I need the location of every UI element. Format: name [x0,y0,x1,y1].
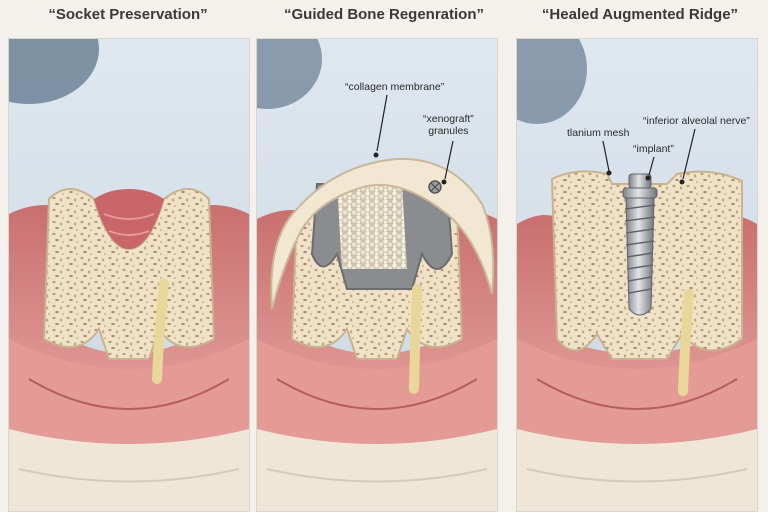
panel-2-title: “Guided Bone Regenration” [283,6,484,23]
nerve [409,284,422,394]
panel-1-title: “Socket Preservation” [48,6,208,23]
nerve [152,279,169,384]
label-titanium-mesh: tlanium mesh [567,127,630,139]
tooth-base [9,429,249,511]
collagen-membrane [270,157,495,310]
adjacent-tooth-shadow [517,39,587,124]
gum-lower [257,339,497,449]
guided-bone-regeneration-illustration [257,39,497,511]
gum-lower [517,339,757,449]
healed-augmented-ridge-illustration [517,39,757,511]
label-collagen-membrane: “collagen membrane” [345,81,445,93]
nerve [678,289,694,396]
xenograft-granules [337,184,407,269]
gum-lower [9,339,249,449]
implant-fixture [625,197,655,316]
label-inferior-alveolar-nerve: “inferior alveolal nerve” [643,115,750,127]
panel-guided-bone-regeneration: “collagen membrane” “xenograft” granules [256,38,498,512]
panel-3-title: “Healed Augmented Ridge” [541,6,739,23]
adjacent-tooth-shadow [257,39,322,109]
tooth-base [517,429,757,511]
label-xenograft-line2: granules [428,125,469,137]
panel-healed-augmented-ridge: tlanium mesh “implant” “inferior alveola… [516,38,758,512]
tooth-base [257,429,497,511]
label-xenograft-line1: “xenograft” [423,113,474,125]
label-xenograft: “xenograft” granules [423,113,474,137]
adjacent-tooth-shadow [9,39,99,104]
socket-preservation-illustration [9,39,249,511]
label-implant: “implant” [633,143,674,155]
implant-collar [622,187,658,199]
panel-socket-preservation [8,38,250,512]
